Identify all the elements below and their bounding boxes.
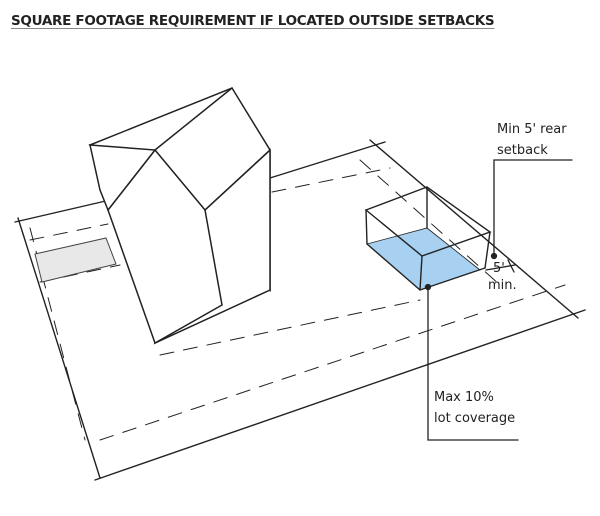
diagram-title: SQUARE FOOTAGE REQUIREMENT IF LOCATED OU… (11, 13, 495, 29)
rear-setback-line-2: setback (497, 143, 548, 158)
main-house (88, 87, 271, 345)
distance-label: 5' min. (488, 260, 517, 294)
lot-outline (14, 139, 586, 481)
distance-unit: min. (488, 278, 517, 293)
leader-lines (424, 159, 573, 441)
driveway (34, 237, 117, 283)
coverage-footprint (367, 228, 480, 290)
coverage-line-1: Max 10% (434, 390, 494, 405)
rear-setback-label: Min 5' rear setback (497, 119, 567, 161)
coverage-line-2: lot coverage (434, 411, 516, 426)
rear-setback-line-1: Min 5' rear (497, 122, 567, 137)
distance-value: 5' (493, 261, 505, 276)
accessory-structure (364, 186, 492, 291)
coverage-label: Max 10% lot coverage (434, 387, 515, 429)
